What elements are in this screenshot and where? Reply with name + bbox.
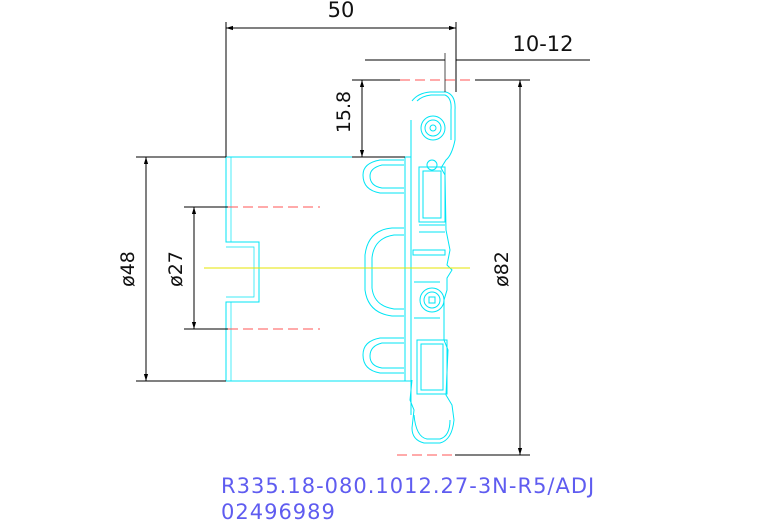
dim-depth-of-cut: 15.8: [333, 91, 355, 133]
part-number-label: R335.18-080.1012.27-3N-R5/ADJ: [221, 474, 596, 498]
dim-bore-diameter: ø27: [165, 251, 187, 287]
dim-overall-length: 50: [328, 0, 355, 22]
chip-pockets: [362, 159, 404, 374]
dim-cutting-diameter: ø82: [491, 251, 513, 287]
flange-outline: [409, 91, 456, 444]
dimension-lines: [136, 22, 590, 456]
center-marks: [228, 79, 475, 456]
dim-shank-diameter: ø48: [117, 251, 139, 287]
article-number-label: 02496989: [221, 500, 336, 524]
dim-insert-protrusion: 10-12: [512, 32, 573, 56]
